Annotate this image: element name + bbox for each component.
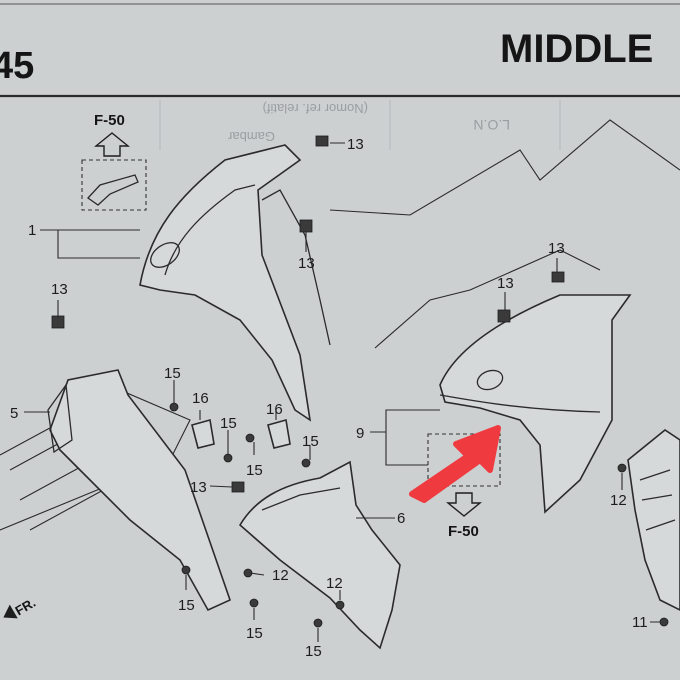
leader-lines bbox=[40, 142, 345, 259]
callout-15: 15 bbox=[302, 433, 319, 450]
callout-16: 16 bbox=[192, 390, 209, 407]
screw-15g bbox=[313, 618, 323, 628]
clip-13b bbox=[299, 219, 313, 233]
callout-5: 5 bbox=[10, 405, 18, 422]
callout-15: 15 bbox=[220, 415, 237, 432]
ghost-col-gambar: Gambar bbox=[227, 129, 275, 144]
callout-13: 13 bbox=[190, 479, 207, 496]
callout-13: 13 bbox=[51, 281, 68, 298]
leader-lines bbox=[173, 380, 311, 460]
front-direction-marker: FR. bbox=[3, 595, 38, 619]
callout-12: 12 bbox=[272, 567, 289, 584]
frame-outline bbox=[374, 249, 601, 349]
page-number: 45 bbox=[0, 45, 34, 87]
down-arrow-icon bbox=[446, 492, 482, 517]
screw-11 bbox=[659, 617, 669, 627]
callout-12: 12 bbox=[326, 575, 343, 592]
panel-crease bbox=[439, 394, 601, 413]
clip-13e bbox=[551, 271, 565, 283]
stay-bracket-16a bbox=[191, 418, 215, 449]
bracket-ribs bbox=[639, 469, 676, 531]
side-panel-part-9 bbox=[439, 294, 632, 514]
clip-13a bbox=[315, 135, 329, 147]
callout-13: 13 bbox=[548, 240, 565, 257]
inner-panel-tab bbox=[47, 383, 73, 454]
callout-13: 13 bbox=[298, 255, 315, 272]
ref-f50-bottom: F-50 bbox=[448, 523, 479, 540]
callout-15: 15 bbox=[178, 597, 195, 614]
ghost-col-nomor: (Nomor ref. relatif) bbox=[263, 101, 368, 116]
callout-13: 13 bbox=[347, 136, 364, 153]
cover-edge bbox=[261, 487, 341, 511]
callout-15: 15 bbox=[164, 365, 181, 382]
right-bracket-part-11 bbox=[627, 429, 680, 611]
bracket-sketch bbox=[87, 174, 139, 206]
middle-cowl-part-1 bbox=[139, 144, 312, 422]
screw-15a bbox=[169, 402, 179, 412]
section-title: MIDDLE bbox=[500, 27, 653, 71]
callout-6: 6 bbox=[397, 510, 405, 527]
screw-15f bbox=[249, 598, 259, 608]
screw-15d bbox=[301, 458, 311, 468]
ref-f50-top: F-50 bbox=[94, 112, 125, 129]
ghost-col-lokasi: L.O.N bbox=[473, 117, 510, 133]
up-arrow-icon bbox=[94, 132, 130, 157]
lower-cover-part-6 bbox=[238, 460, 401, 650]
ref-box-top bbox=[81, 159, 147, 211]
screw-12c bbox=[617, 463, 627, 473]
panel-vent-hole bbox=[476, 369, 504, 391]
callout-1: 1 bbox=[28, 222, 36, 239]
annotation-arrow-icon bbox=[409, 425, 501, 503]
cowl-inner-edge bbox=[261, 189, 331, 346]
leader-lines bbox=[57, 232, 558, 318]
callout-16: 16 bbox=[266, 401, 283, 418]
screw-15c bbox=[245, 433, 255, 443]
callout-9: 9 bbox=[356, 425, 364, 442]
clip-13f bbox=[231, 481, 245, 493]
inner-panel-part-5 bbox=[49, 369, 231, 612]
callout-12: 12 bbox=[610, 492, 627, 509]
ref-box-bottom bbox=[427, 433, 501, 487]
screw-15e bbox=[181, 565, 191, 575]
cowl-inner-edge bbox=[164, 184, 256, 276]
cowl-vent-hole bbox=[150, 242, 180, 268]
leader-lines bbox=[185, 473, 660, 642]
callout-15: 15 bbox=[246, 625, 263, 642]
clip-13d bbox=[497, 309, 511, 323]
front-marker-label: FR. bbox=[12, 595, 38, 618]
leader-lines bbox=[24, 409, 440, 466]
front-arrow-icon bbox=[3, 604, 18, 619]
callout-15: 15 bbox=[305, 643, 322, 660]
callout-15: 15 bbox=[246, 462, 263, 479]
callout-13: 13 bbox=[497, 275, 514, 292]
callout-11: 11 bbox=[632, 614, 648, 631]
screw-15b bbox=[223, 453, 233, 463]
screw-12b bbox=[335, 600, 345, 610]
stay-bracket-16b bbox=[267, 418, 291, 449]
frame-outline bbox=[329, 119, 680, 216]
